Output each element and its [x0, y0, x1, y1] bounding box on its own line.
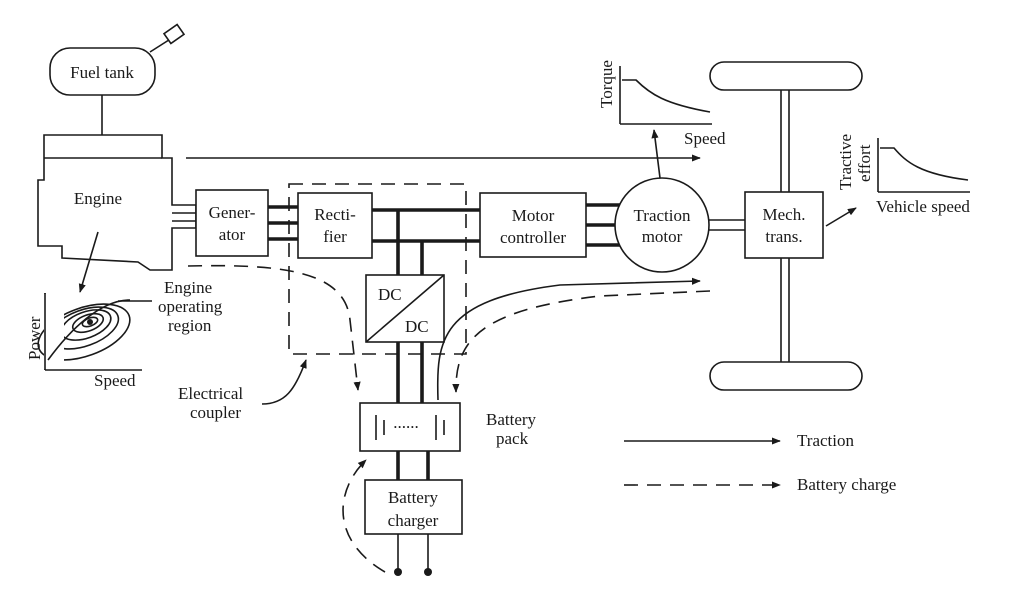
- fuel-tank: Fuel tank: [49, 23, 186, 96]
- torque-speed-plot: [619, 66, 712, 125]
- traction-motor: Traction motor: [614, 177, 710, 273]
- trans-to-effort-arrow: [825, 207, 857, 227]
- dcdc-top-label: DC: [378, 285, 402, 304]
- mechanical-transmission: Mech. trans.: [744, 191, 824, 259]
- generator-label-1: Gener-: [209, 203, 256, 222]
- traction-motor-label-1: Traction: [634, 206, 691, 225]
- battery-dots: ......: [393, 413, 419, 432]
- engine-map-power-label: Power: [25, 316, 44, 360]
- torque-axis-label: Torque: [597, 60, 616, 108]
- battery-traction-path: [436, 277, 701, 401]
- front-wheel: [709, 61, 863, 91]
- battery-pack-label-2: pack: [496, 429, 529, 448]
- tractive-effort-plot: [877, 138, 970, 193]
- generator-rectifier-lines: [268, 205, 298, 241]
- battery-charger: Battery charger: [364, 479, 463, 535]
- legend: Traction Battery charge: [624, 431, 896, 494]
- engine-map-plot: [37, 293, 142, 371]
- engine-region-label-2: operating: [158, 297, 223, 316]
- legend-charge-label: Battery charge: [797, 475, 896, 494]
- coupler-pointer-arrow: [261, 359, 307, 405]
- plug-terminal-2: [424, 568, 432, 576]
- traction-motor-label-2: motor: [642, 227, 683, 246]
- mech-trans-label-2: trans.: [765, 227, 802, 246]
- legend-traction-label: Traction: [797, 431, 854, 450]
- rear-wheel: [709, 361, 863, 391]
- motor-controller: Motor controller: [479, 192, 587, 258]
- engine-region-label-3: region: [168, 316, 212, 335]
- electrical-coupler-box: [288, 183, 467, 355]
- battery-pack: ......: [359, 402, 461, 452]
- vehicle-speed-label: Vehicle speed: [876, 197, 970, 216]
- engine-map-speed-label: Speed: [94, 371, 136, 390]
- engine-to-map-arrow: [78, 231, 99, 293]
- dc-bus: [372, 208, 480, 275]
- controller-motor-lines: [586, 203, 622, 247]
- motor-controller-label-1: Motor: [512, 206, 555, 225]
- external-charge-path: [342, 459, 386, 573]
- battery-charger-label-2: charger: [388, 511, 439, 530]
- generator: Gener- ator: [195, 189, 269, 257]
- mech-trans-label-1: Mech.: [763, 205, 806, 224]
- regen-charge-path: [452, 290, 711, 393]
- tractive-effort-label-2: effort: [855, 144, 874, 182]
- electrical-coupler-label-1: Electrical: [178, 384, 243, 403]
- motor-to-torque-arrow: [651, 129, 661, 179]
- dc-dc-converter: DC DC: [365, 274, 445, 343]
- motor-controller-label-2: controller: [500, 228, 566, 247]
- electrical-coupler-label-2: coupler: [190, 403, 241, 422]
- engine: Engine: [37, 134, 197, 271]
- generator-label-2: ator: [219, 225, 246, 244]
- tractive-effort-label-1: Tractive: [836, 134, 855, 190]
- rectifier-label-1: Recti-: [314, 205, 356, 224]
- dcdc-bottom-label: DC: [405, 317, 429, 336]
- generator-charge-path: [187, 264, 361, 391]
- torque-speed-axis-label: Speed: [684, 129, 726, 148]
- axles-and-wheels: [709, 61, 863, 391]
- rectifier-label-2: fier: [323, 227, 347, 246]
- fuel-tank-label: Fuel tank: [70, 63, 134, 82]
- engine-label: Engine: [74, 189, 122, 208]
- plug-terminal-1: [394, 568, 402, 576]
- rectifier: Recti- fier: [297, 192, 373, 259]
- battery-charger-label-1: Battery: [388, 488, 439, 507]
- engine-region-label-1: Engine: [164, 278, 212, 297]
- battery-pack-label-1: Battery: [486, 410, 537, 429]
